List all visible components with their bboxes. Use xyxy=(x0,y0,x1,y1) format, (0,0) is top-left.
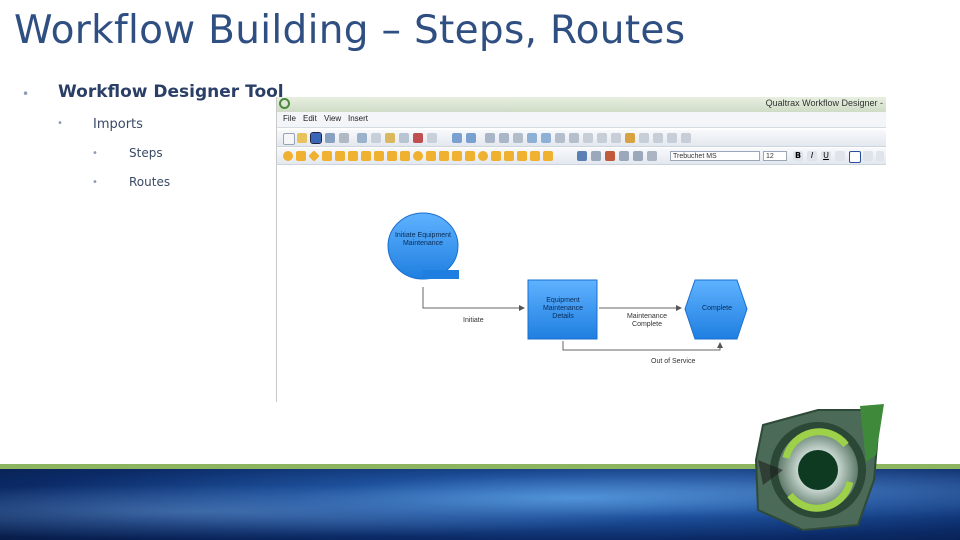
delete-icon[interactable] xyxy=(413,133,423,143)
menu-insert[interactable]: Insert xyxy=(348,114,369,123)
menu-edit[interactable]: Edit xyxy=(303,114,317,123)
save-icon[interactable] xyxy=(310,132,322,144)
zoom-out-icon[interactable] xyxy=(541,133,551,143)
slide-title: Workflow Building – Steps, Routes xyxy=(14,8,686,53)
menu-file[interactable]: File xyxy=(283,114,296,123)
bullet-dot-level2: • xyxy=(57,118,63,129)
app-logo-icon xyxy=(279,98,290,109)
font-family-select[interactable]: Trebuchet MS xyxy=(670,151,760,161)
underline-icon[interactable]: U xyxy=(821,151,831,161)
format-painter-icon[interactable] xyxy=(399,133,409,143)
shapes-toolbar: Trebuchet MS 12 B I U xyxy=(277,148,886,165)
bullet-workflow-designer-tool: Workflow Designer Tool xyxy=(58,82,284,102)
shape-card-icon[interactable] xyxy=(400,151,410,161)
step-node-equipment-maintenance-details[interactable] xyxy=(527,279,598,340)
shape-loop-icon[interactable] xyxy=(504,151,514,161)
strikethrough-icon[interactable] xyxy=(835,151,845,161)
shape-collate-icon[interactable] xyxy=(517,151,527,161)
shape-document-icon[interactable] xyxy=(335,151,345,161)
redo-icon[interactable] xyxy=(466,133,476,143)
company-logo-icon xyxy=(754,404,884,532)
fill-color-icon[interactable] xyxy=(605,151,615,161)
connector-tool-icon[interactable] xyxy=(499,133,509,143)
align-center-icon[interactable] xyxy=(863,151,873,161)
shape-sort-icon[interactable] xyxy=(530,151,540,161)
shape-display-icon[interactable] xyxy=(452,151,462,161)
font-size-select[interactable]: 12 xyxy=(763,151,787,161)
align-icon[interactable] xyxy=(555,133,565,143)
paste-icon[interactable] xyxy=(385,133,395,143)
zoom-in-icon[interactable] xyxy=(527,133,537,143)
route-initiate-line[interactable] xyxy=(422,287,525,311)
design-canvas[interactable]: Initiate Equipment Maintenance Equipment… xyxy=(277,167,886,402)
shape-data-icon[interactable] xyxy=(348,151,358,161)
route-initiate-label: Initiate xyxy=(463,317,484,324)
bullet-dot-level1: • xyxy=(22,87,30,101)
shape-delay-icon[interactable] xyxy=(426,151,436,161)
text-tool-icon[interactable] xyxy=(513,133,523,143)
menu-view[interactable]: View xyxy=(324,114,342,123)
route-out-of-service-line[interactable] xyxy=(562,341,723,351)
arrow-style-icon[interactable] xyxy=(619,151,629,161)
distribute-icon[interactable] xyxy=(569,133,579,143)
shape-manual-icon[interactable] xyxy=(387,151,397,161)
shape-step2-icon[interactable] xyxy=(374,151,384,161)
new-file-icon[interactable] xyxy=(283,133,295,145)
bullet-steps: Steps xyxy=(129,146,163,160)
help-icon[interactable] xyxy=(625,133,635,143)
shape-connector-icon[interactable] xyxy=(413,151,423,161)
start-node-label: Initiate Equipment Maintenance xyxy=(394,232,452,247)
find-icon[interactable] xyxy=(427,133,437,143)
line-style-icon[interactable] xyxy=(591,151,601,161)
end-node-complete[interactable] xyxy=(684,279,748,340)
bullet-dot-routes: • xyxy=(92,177,98,188)
end-node-label: Complete xyxy=(702,305,732,312)
undo-icon[interactable] xyxy=(452,133,462,143)
italic-icon[interactable]: I xyxy=(807,151,817,161)
green-divider xyxy=(0,464,960,469)
route-maintenance-complete-label: Maintenance Complete xyxy=(626,313,668,328)
bullet-routes: Routes xyxy=(129,175,171,189)
route-out-of-service-label: Out of Service xyxy=(651,358,696,365)
shape-merge-icon[interactable] xyxy=(465,151,475,161)
step-node-label: Equipment Maintenance Details xyxy=(542,297,584,320)
align-right-icon[interactable] xyxy=(876,151,884,161)
workflow-diagram xyxy=(387,212,748,351)
bullet-dot-steps: • xyxy=(92,148,98,159)
layout-icon[interactable] xyxy=(611,133,621,143)
workflow-designer-window: Qualtrax Workflow Designer - File Edit V… xyxy=(276,97,886,402)
shape-rectangle-icon[interactable] xyxy=(296,151,306,161)
window-title: Qualtrax Workflow Designer - xyxy=(765,98,883,108)
print-icon[interactable] xyxy=(325,133,335,143)
shape-diamond-icon[interactable] xyxy=(308,150,320,162)
align-left-icon[interactable] xyxy=(849,151,861,163)
shape-terminator-icon[interactable] xyxy=(478,151,488,161)
shape-circle-icon[interactable] xyxy=(283,151,293,161)
shape-process-icon[interactable] xyxy=(322,151,332,161)
bullet-imports: Imports xyxy=(93,117,143,132)
copy-icon[interactable] xyxy=(371,133,381,143)
shape-extract-icon[interactable] xyxy=(543,151,553,161)
shape-prep-icon[interactable] xyxy=(491,151,501,161)
window-titlebar: Qualtrax Workflow Designer - xyxy=(277,97,886,112)
validate-icon[interactable] xyxy=(667,133,677,143)
start-node-initiate-equipment-maintenance[interactable] xyxy=(387,212,459,280)
refresh-icon[interactable] xyxy=(577,151,587,161)
shape-step-icon[interactable] xyxy=(361,151,371,161)
ungroup-icon[interactable] xyxy=(597,133,607,143)
bold-icon[interactable]: B xyxy=(793,151,803,161)
menu-bar: File Edit View Insert xyxy=(277,112,886,128)
print-preview-icon[interactable] xyxy=(339,133,349,143)
line-weight-icon[interactable] xyxy=(633,151,643,161)
settings-icon[interactable] xyxy=(647,151,657,161)
open-folder-icon[interactable] xyxy=(297,133,307,143)
publish-icon[interactable] xyxy=(681,133,691,143)
properties-icon[interactable] xyxy=(653,133,663,143)
group-icon[interactable] xyxy=(583,133,593,143)
shape-storage-icon[interactable] xyxy=(439,151,449,161)
standard-toolbar xyxy=(277,130,886,147)
cut-icon[interactable] xyxy=(357,133,367,143)
pointer-tool-icon[interactable] xyxy=(485,133,495,143)
options-icon[interactable] xyxy=(639,133,649,143)
